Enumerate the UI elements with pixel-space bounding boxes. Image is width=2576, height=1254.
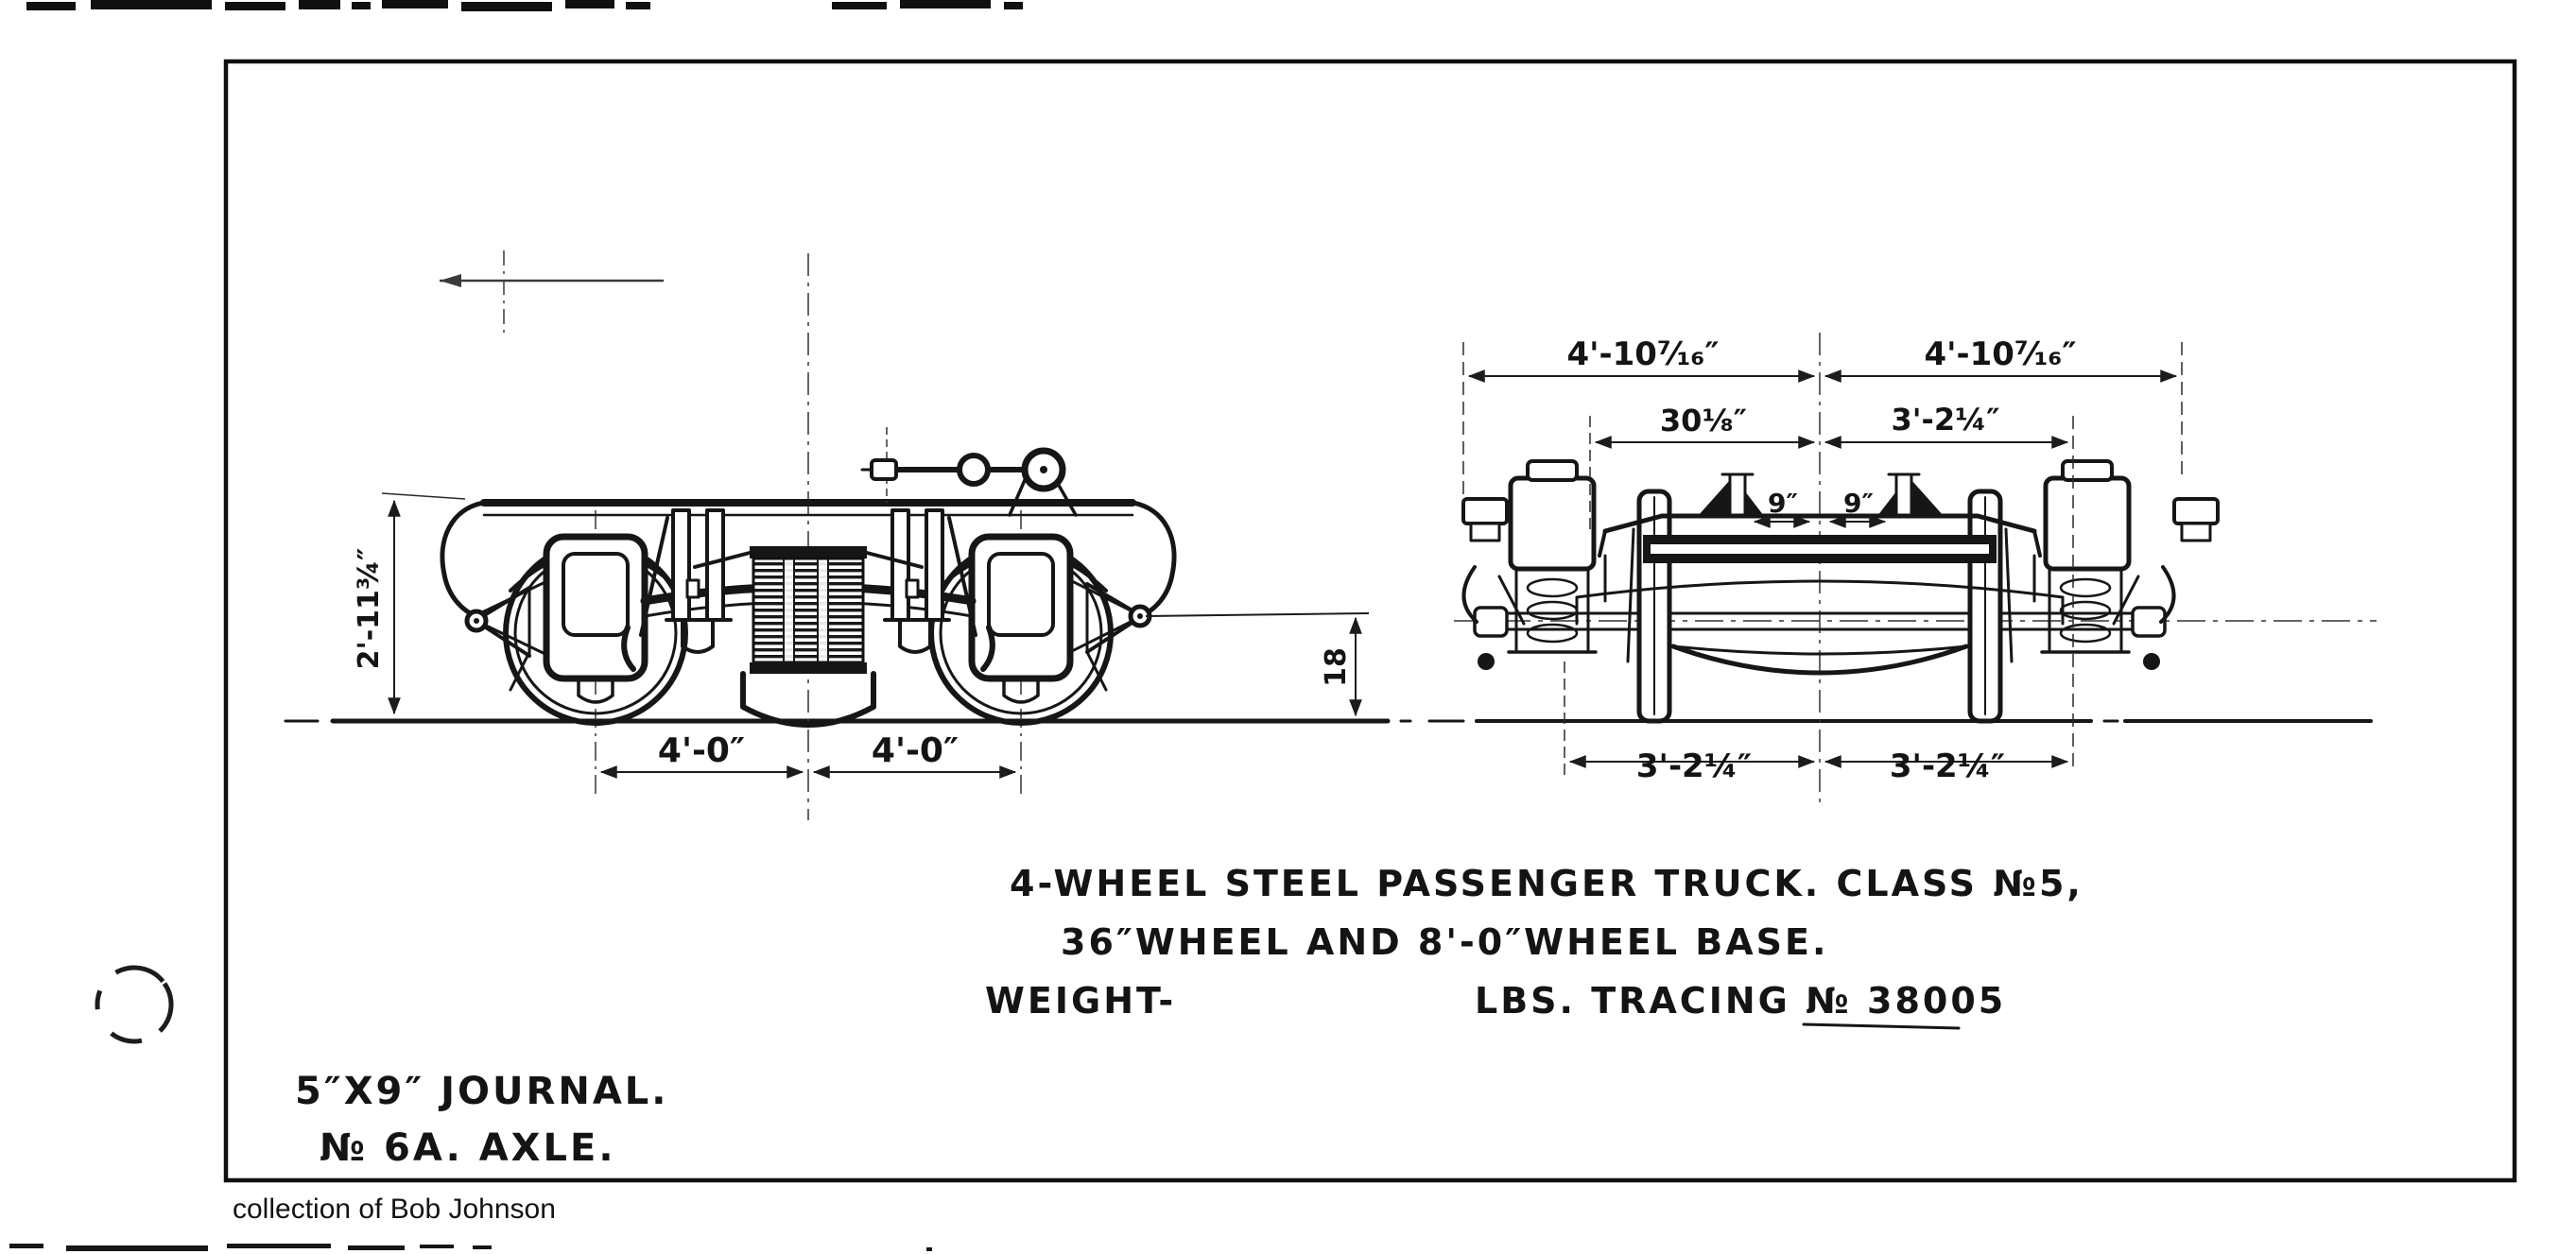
right-seat-post — [1877, 472, 1944, 518]
tracing-number-underline — [1802, 1022, 1961, 1030]
bolster-assembly — [1575, 472, 2065, 676]
dim-lower-left: 3'-2¼″ — [1636, 747, 1752, 785]
dim-overall-left: 4'-10⁷⁄₁₆″ — [1566, 335, 1719, 373]
faded-dimension-fragment — [440, 250, 664, 336]
side-elevation-view: 2'-11¾″ 18 4'-0″ 4'-0″ — [284, 250, 1448, 820]
dim-wheelbase-left: 4'-0″ — [658, 731, 745, 770]
left-outboard-assembly — [1461, 459, 1598, 670]
dim-axle-height: 18 — [1320, 647, 1353, 687]
dim-lower-right: 3'-2¼″ — [1890, 747, 2005, 785]
right-journal-box — [968, 533, 1074, 704]
dim-wheelbase-right: 4'-0″ — [872, 731, 959, 770]
brake-lever-linkage — [860, 427, 1078, 517]
collection-caption: collection of Bob Johnson — [233, 1194, 556, 1225]
bolster-spring-package — [693, 546, 924, 728]
title-block: 4-WHEEL STEEL PASSENGER TRUCK. CLASS №5,… — [985, 863, 2083, 1030]
top-edge-fragments — [26, 0, 1023, 11]
dim-seat-left: 9″ — [1768, 488, 1798, 519]
dim-overall-right: 4'-10⁷⁄₁₆″ — [1924, 335, 2076, 373]
axle — [1473, 606, 2167, 638]
journal-note: 5″X9″ JOURNAL. № 6A. AXLE. — [295, 1070, 668, 1170]
journal-note-line-1: 5″X9″ JOURNAL. — [295, 1070, 668, 1113]
right-outboard-assembly — [2040, 459, 2220, 670]
punch-hole-mark — [95, 965, 174, 1044]
dim-seat-right: 9″ — [1843, 488, 1874, 519]
title-weight-label: WEIGHT- — [985, 980, 1176, 1022]
left-seat-post — [1698, 472, 1764, 518]
dim-spring-spacing: 30¹⁄₈″ — [1660, 403, 1747, 438]
end-view: 4'-10⁷⁄₁₆″ 4'-10⁷⁄₁₆″ 30¹⁄₈″ 3'-2¼″ 9″ 9… — [1439, 333, 2377, 803]
bottom-edge-fragments — [9, 1244, 932, 1251]
title-line-2: 36″WHEEL AND 8'-0″WHEEL BASE. — [1061, 921, 1828, 963]
left-pedestal — [665, 508, 733, 654]
dim-upper-right: 3'-2¼″ — [1891, 402, 1999, 438]
journal-note-line-2: № 6A. AXLE. — [320, 1126, 616, 1170]
brake-rigging — [509, 516, 1108, 692]
left-journal-box — [543, 533, 648, 704]
title-tracing-label: LBS. TRACING № 38005 — [1475, 980, 2006, 1022]
title-line-1: 4-WHEEL STEEL PASSENGER TRUCK. CLASS №5, — [1010, 863, 2083, 904]
side-view-dimensions: 2'-11¾″ 18 4'-0″ 4'-0″ — [353, 492, 1370, 779]
dim-side-height: 2'-11¾″ — [353, 548, 386, 670]
end-view-dimensions: 4'-10⁷⁄₁₆″ 4'-10⁷⁄₁₆″ 30¹⁄₈″ 3'-2¼″ 9″ 9… — [1462, 335, 2183, 785]
